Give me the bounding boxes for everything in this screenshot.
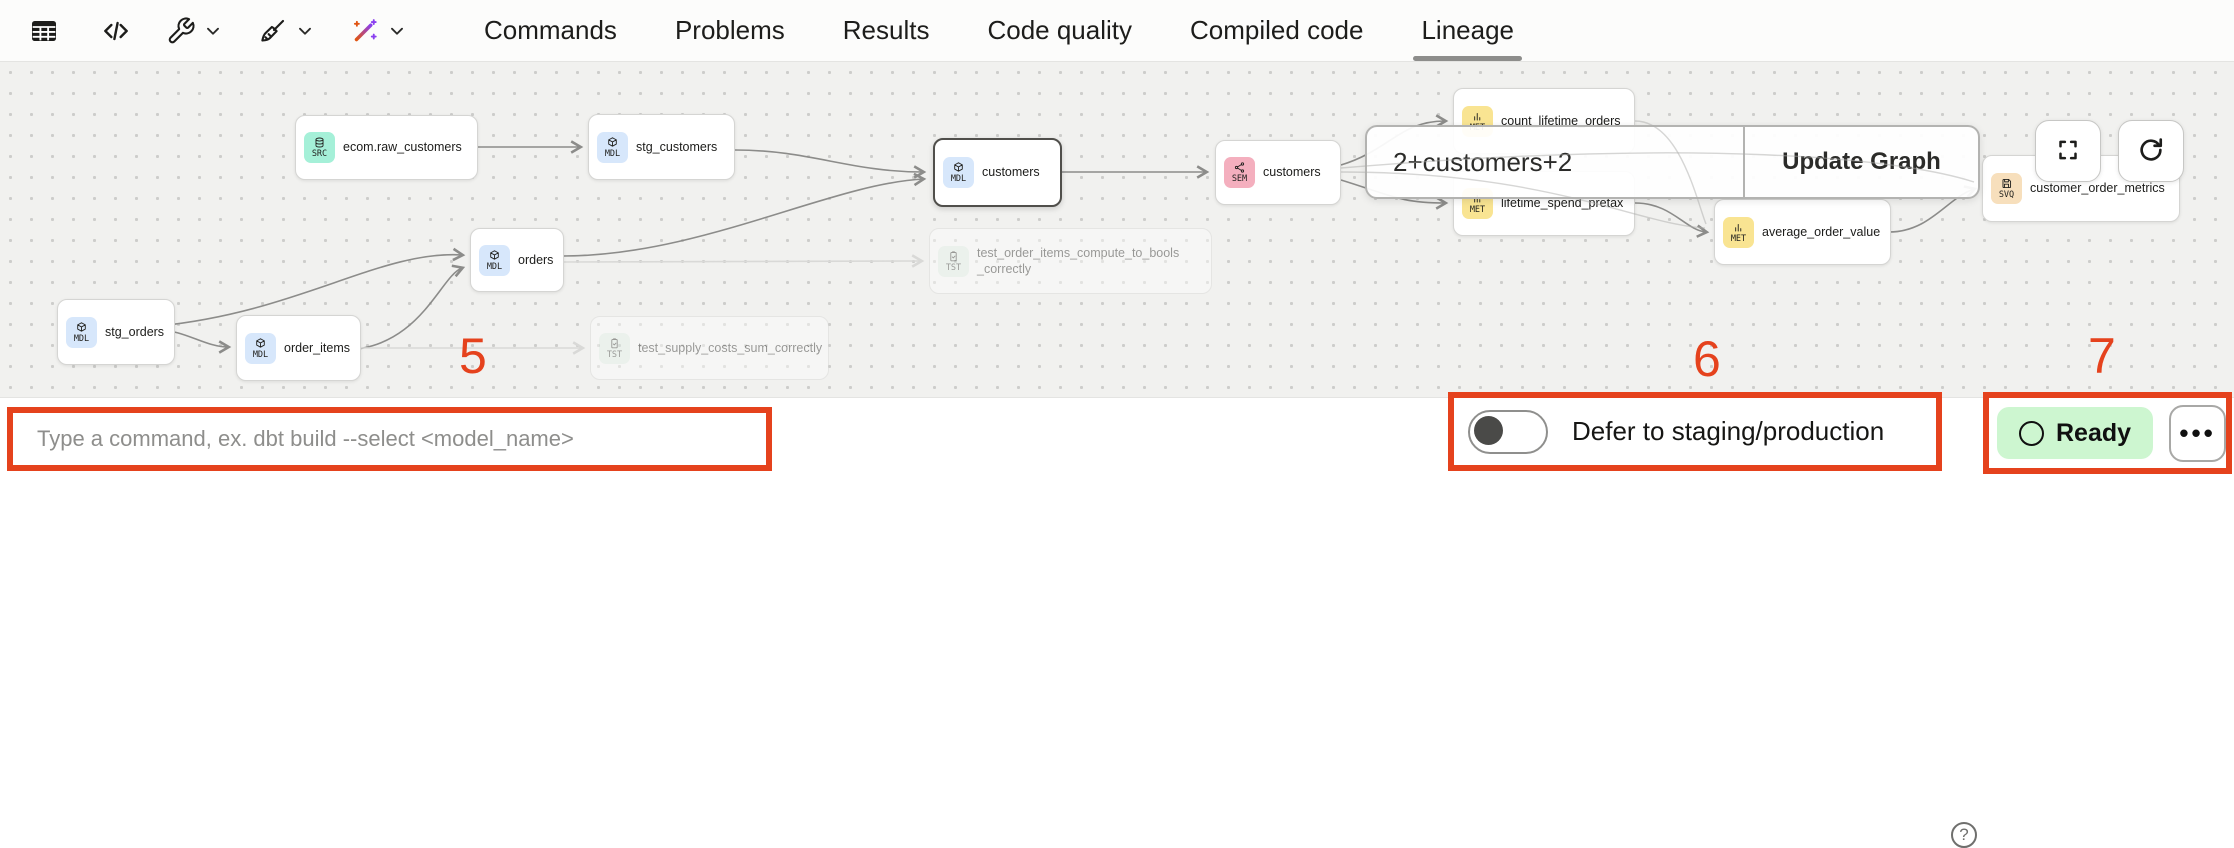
node-label: customer_order_metrics [2030,181,2165,196]
sem-badge: SEM [1224,157,1255,188]
met-badge: MET [1723,216,1754,248]
annotation-box-7: Ready ••• [1983,392,2232,474]
svq-badge: SVQ [1991,173,2022,204]
fullscreen-button[interactable] [2035,120,2101,182]
annotation-number-5: 5 [459,328,487,384]
tab-problems[interactable]: Problems [674,15,785,45]
chevron-down-icon[interactable] [386,20,408,42]
defer-label: Defer to staging/production [1572,416,1885,446]
toolbar-icons [0,15,408,47]
node-label: ecom.raw_customers [343,140,462,155]
node-customers-semantic[interactable]: SEM customers [1215,140,1341,205]
node-label: stg_orders [105,324,165,339]
badge-type-label: MDL [950,174,967,184]
node-ecom-raw-customers[interactable]: SRC ecom.raw_customers [295,115,478,180]
tab-lineage[interactable]: Lineage [1413,0,1522,61]
annotation-number-6: 6 [1693,331,1721,387]
node-order-items[interactable]: MDL order_items [236,315,361,381]
badge-type-label: MDL [486,261,503,272]
annotation-box-5: Type a command, ex. dbt build --select <… [7,407,772,471]
node-average-order-value[interactable]: MET average_order_value [1714,199,1892,265]
command-placeholder: Type a command, ex. dbt build --select <… [37,426,574,451]
model-cube-icon [490,249,499,260]
badge-type-label: SVQ [1998,190,2015,200]
node-stg-customers[interactable]: MDL stg_customers [588,114,735,180]
lineage-selector-input[interactable]: 2+customers+2 [1393,146,1573,177]
test-clipboard-icon [611,337,618,348]
badge-type-label: TST [606,349,623,360]
test-clipboard-icon [950,250,957,261]
tab-commands[interactable]: Commands [484,15,617,45]
model-cube-icon [256,337,265,348]
badge-type-label: TST [945,262,962,273]
tst-badge: TST [599,332,630,364]
command-input[interactable]: Type a command, ex. dbt build --select <… [13,413,766,465]
node-label: test_supply_costs_sum_correctly [638,340,823,355]
badge-type-label: MDL [604,148,621,159]
badge-type-label: SEM [1231,174,1248,184]
node-label: customers [1263,165,1321,180]
metric-chart-icon [1735,223,1742,231]
node-test-supply-costs-sum-correctly[interactable]: TST test_supply_costs_sum_correctly [590,316,829,380]
broom-icon[interactable] [258,16,288,46]
mdl-badge: MDL [597,131,628,163]
fullscreen-icon [2053,135,2083,168]
node-label: order_items [284,340,350,355]
mdl-badge: MDL [245,332,276,364]
node-customers-model[interactable]: MDL customers [933,138,1062,207]
ready-status-button[interactable]: Ready [1997,407,2154,459]
database-icon [315,137,324,148]
refresh-graph-button[interactable] [2118,120,2184,182]
badge-type-label: MET [1469,205,1486,215]
node-label: orders [518,252,554,267]
status-circle-icon [2019,420,2044,446]
model-cube-icon [77,321,86,332]
node-label: count_lifetime_orders [1501,113,1621,128]
refresh-icon [2135,134,2167,169]
code-icon[interactable] [100,15,132,47]
badge-type-label: SRC [311,149,328,159]
metric-chart-icon [1474,112,1481,120]
node-orders[interactable]: MDL orders [470,228,565,292]
update-graph-button[interactable]: Update Graph [1745,127,1978,197]
src-badge: SRC [304,132,335,163]
more-menu-button[interactable]: ••• [2169,404,2226,462]
mdl-badge: MDL [479,244,510,276]
toggle-knob [1474,415,1503,445]
saved-query-icon [2002,178,2012,189]
annotation-number-7: 7 [2088,328,2116,384]
node-label: average_order_value [1762,224,1881,239]
mdl-badge: MDL [66,316,97,348]
model-cube-icon [954,162,963,172]
node-label: customers [982,165,1040,180]
badge-type-label: MDL [252,349,269,360]
ready-label: Ready [2056,418,2132,447]
node-label: test_order_items_compute_to_bools _corre… [977,245,1180,276]
tab-bar: Commands Problems Results Code quality Compi… [484,0,1522,61]
help-icon[interactable]: ? [1951,822,1977,848]
node-label: stg_customers [636,139,718,154]
ai-wand-icon[interactable] [350,16,380,46]
editor-toolbar: Commands Problems Results Code quality Compi… [0,0,2234,62]
semantic-model-icon [1234,162,1245,173]
defer-toggle[interactable] [1468,409,1548,454]
mdl-badge: MDL [943,157,974,188]
tab-compiled-code[interactable]: Compiled code [1190,15,1364,45]
wrench-icon[interactable] [166,16,196,46]
node-stg-orders[interactable]: MDL stg_orders [57,299,176,365]
tst-badge: TST [938,245,969,277]
chevron-down-icon[interactable] [202,20,224,42]
graph-selector-overlay: 2+customers+2 Update Graph [1365,125,1980,199]
annotation-box-6: Defer to staging/production [1448,392,1942,471]
tab-results[interactable]: Results [842,15,930,45]
badge-type-label: MET [1730,233,1747,244]
node-test-order-items-compute-to-bools-correctly[interactable]: TST test_order_items_compute_to_bools _co… [929,228,1212,294]
tab-code-quality[interactable]: Code quality [987,15,1133,45]
model-cube-icon [608,136,617,147]
chevron-down-icon[interactable] [294,20,316,42]
badge-type-label: MDL [73,333,90,344]
table-view-icon[interactable] [28,15,60,47]
